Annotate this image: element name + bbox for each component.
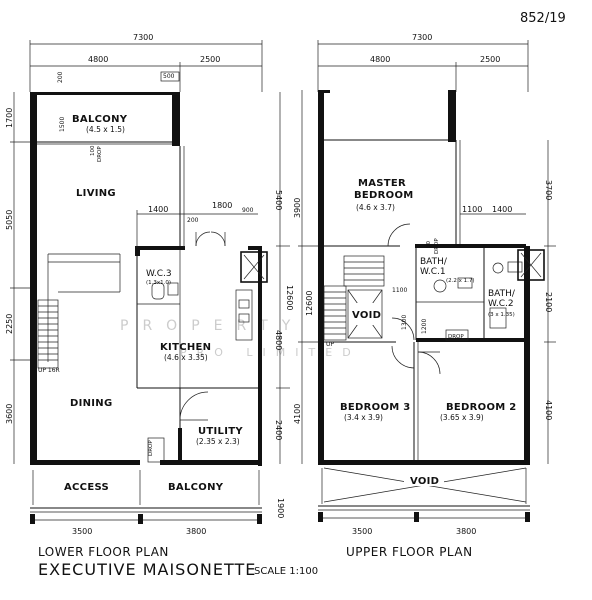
- lower-staircase: [37, 253, 121, 369]
- upper-dim-total-width: 7300: [412, 33, 432, 42]
- upper-dim-bottom-right: 3800: [456, 527, 476, 536]
- lower-room-kitchen: KITCHEN: [160, 342, 211, 353]
- upper-dim-drop-50: 50: [426, 241, 432, 248]
- lower-room-dining: DINING: [70, 398, 113, 409]
- upper-room-bedroom3: BEDROOM 3: [340, 402, 411, 413]
- lower-dim-total-width: 7300: [133, 33, 153, 42]
- lower-dim-right-12600: 12600: [285, 285, 294, 310]
- lower-room-balcony: BALCONY: [72, 114, 128, 125]
- upper-staircase: [323, 255, 385, 341]
- upper-room-void: VOID: [352, 310, 381, 321]
- upper-dim-1100: 1100: [462, 205, 482, 214]
- lower-floor-plan: 7300 4800 2500 500 200: [5, 33, 318, 579]
- upper-floor-plan-title: UPPER FLOOR PLAN: [346, 545, 473, 559]
- lower-dim-left-width: 4800: [88, 55, 108, 64]
- lower-dim-left-1700: 1700: [5, 108, 14, 128]
- lower-dim-bottom-1900: 1900: [276, 498, 285, 518]
- lower-room-balcony-size: (4.5 x 1.5): [86, 125, 125, 134]
- lower-room-wc3: W.C.3: [146, 269, 172, 279]
- upper-room-bedroom3-size: (3.4 x 3.9): [344, 413, 383, 422]
- upper-dim-right-4100: 4100: [544, 400, 553, 420]
- lower-room-kitchen-size: (4.6 x 3.35): [164, 353, 208, 362]
- upper-room-wc2: W.C.2: [488, 299, 514, 309]
- upper-dim-mid-1100: 1100: [392, 287, 407, 294]
- upper-dim-right-2100: 2100: [544, 292, 553, 312]
- lower-dim-right-width: 2500: [200, 55, 220, 64]
- lower-dim-left-3600: 3600: [5, 404, 14, 424]
- lower-dim-right-4800: 4800: [274, 330, 283, 350]
- scale-label: SCALE 1:100: [254, 566, 318, 577]
- lower-room-utility: UTILITY: [198, 426, 243, 437]
- upper-drop-note: DROP: [448, 334, 464, 340]
- lower-dim-left-5050: 5050: [5, 210, 14, 230]
- lower-dim-right-5400: 5400: [274, 190, 283, 210]
- upper-room-bedroom2: BEDROOM 2: [446, 402, 517, 413]
- lower-dim-1800: 1800: [212, 201, 232, 210]
- lower-stair-label: UP 16R: [38, 367, 60, 374]
- upper-room-void-bottom: VOID: [410, 476, 439, 487]
- upper-stair-up-label: UP: [326, 341, 334, 348]
- upper-dim-left-width: 4800: [370, 55, 390, 64]
- lower-dim-right-2400: 2400: [274, 420, 283, 440]
- lower-dim-200b: 200: [187, 217, 199, 224]
- upper-dim-right-width: 2500: [480, 55, 500, 64]
- upper-bath-drop: DROP: [434, 238, 440, 254]
- lower-dim-drop-100: 100: [90, 145, 96, 156]
- plan-subtitle: EXECUTIVE MAISONETTE: [38, 560, 256, 579]
- upper-room-bath1-size: (2.2 x 1.7): [446, 278, 475, 284]
- watermark-line2: PRO LIMITED: [180, 346, 361, 359]
- upper-room-bath2-size: (3 x 1.35): [488, 312, 515, 318]
- lower-floor-plan-title: LOWER FLOOR PLAN: [38, 545, 169, 559]
- lower-dim-900: 900: [242, 207, 254, 214]
- upper-dim-left-3900: 3900: [293, 198, 302, 218]
- lower-room-balcony-bottom: BALCONY: [168, 482, 224, 493]
- lower-dim-bottom-right: 3800: [186, 527, 206, 536]
- lower-room-utility-size: (2.35 x 2.3): [196, 437, 240, 446]
- upper-room-master-bedroom: BEDROOM: [354, 190, 414, 201]
- lower-dim-500: 500: [163, 73, 175, 80]
- upper-room-master-size: (4.6 x 3.7): [356, 203, 395, 212]
- upper-dim-1400: 1400: [492, 205, 512, 214]
- upper-dim-mid-1300: 1300: [401, 315, 408, 330]
- lower-dim-200: 200: [57, 71, 64, 83]
- lower-dim-left-2250: 2250: [5, 314, 14, 334]
- reference-code: 852/19: [520, 11, 566, 26]
- upper-dim-left-4100: 4100: [293, 404, 302, 424]
- lower-room-access: ACCESS: [64, 482, 109, 493]
- upper-dim-left-12600: 12600: [305, 291, 314, 316]
- upper-room-wc1: W.C.1: [420, 267, 446, 277]
- lower-living-drop: DROP: [97, 146, 103, 162]
- lower-room-living: LIVING: [76, 188, 116, 199]
- upper-room-bath2: BATH/: [488, 289, 516, 299]
- upper-dim-bottom-left: 3500: [352, 527, 372, 536]
- lower-dim-1400: 1400: [148, 205, 168, 214]
- lower-dim-bottom-left: 3500: [72, 527, 92, 536]
- upper-floor-plan: 7300 4800 2500 DROP: [293, 33, 556, 559]
- lower-room-wc3-size: (1.3x1.0): [146, 280, 171, 286]
- upper-dim-mid-1200: 1200: [421, 319, 428, 334]
- lower-drop-note: DROP: [148, 440, 154, 456]
- upper-room-master: MASTER: [358, 178, 406, 189]
- upper-room-bedroom2-size: (3.65 x 3.9): [440, 413, 484, 422]
- lower-dim-balcony-1500: 1500: [59, 117, 66, 132]
- upper-dim-right-3700: 3700: [544, 180, 553, 200]
- upper-room-bath1: BATH/: [420, 257, 448, 267]
